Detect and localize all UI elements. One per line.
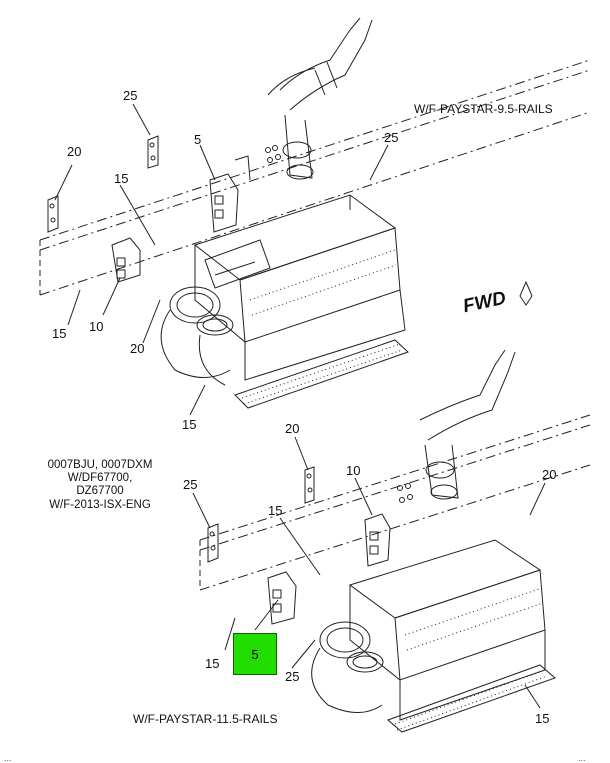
callout-10-bottom[interactable]: 10 — [346, 463, 361, 478]
bottom-muffler-box — [348, 539, 556, 733]
callout-20-top-left[interactable]: 20 — [67, 144, 82, 159]
callout-25-top-left[interactable]: 25 — [123, 88, 138, 103]
bottom-brackets — [207, 466, 413, 625]
footer-left-text: ... — [4, 753, 12, 763]
callout-20-top-bottom[interactable]: 20 — [130, 341, 145, 356]
engine-note-line-1: 0007BJU, 0007DXM — [47, 459, 153, 471]
fwd-arrow-icon — [519, 280, 533, 306]
top-assembly-label: W/F-PAYSTAR-9.5-RAILS — [414, 102, 553, 116]
highlighted-callout-5[interactable]: 5 — [233, 633, 277, 675]
bottom-assembly-label: W/F-PAYSTAR-11.5-RAILS — [133, 712, 278, 726]
bottom-leader-lines — [192, 436, 546, 709]
engine-note-line-3: DZ67700 — [76, 485, 124, 498]
callout-15-bottom-upper[interactable]: 15 — [268, 503, 283, 518]
bottom-elbow-outlet — [311, 621, 384, 713]
top-leader-lines — [54, 103, 389, 416]
footer-right-text: ... — [578, 753, 586, 763]
engine-note-line-2: W/DF67700, — [67, 472, 133, 485]
callout-20-bottom-right[interactable]: 20 — [542, 467, 557, 482]
callout-25-bottom[interactable]: 25 — [285, 669, 300, 684]
callout-15-bottom-left[interactable]: 15 — [205, 656, 220, 671]
callout-15-bottom-right[interactable]: 15 — [535, 711, 550, 726]
top-brackets — [47, 135, 281, 283]
callout-15-top-left[interactable]: 15 — [52, 326, 67, 341]
top-elbow-outlet — [160, 286, 234, 386]
callout-5-top[interactable]: 5 — [194, 132, 202, 147]
engine-note: 0007BJU, 0007DXM W/DF67700, DZ67700 W/F-… — [25, 459, 175, 512]
highlighted-callout-label: 5 — [251, 647, 259, 662]
engine-note-line-4: W/F-2013-ISX-ENG — [49, 498, 151, 511]
callout-15-top-upper[interactable]: 15 — [114, 171, 129, 186]
top-intake-pipe — [267, 17, 373, 180]
callout-15-top-bottom[interactable]: 15 — [182, 417, 197, 432]
callout-20-bottom-top[interactable]: 20 — [285, 421, 300, 436]
callout-25-bottom-left[interactable]: 25 — [183, 477, 198, 492]
callout-10-top[interactable]: 10 — [89, 319, 104, 334]
bottom-frame-rail — [199, 414, 591, 591]
top-muffler-box — [193, 194, 409, 409]
bottom-intake-pipe — [419, 349, 516, 500]
callout-25-top-right[interactable]: 25 — [384, 130, 399, 145]
top-frame-rail — [39, 59, 591, 296]
